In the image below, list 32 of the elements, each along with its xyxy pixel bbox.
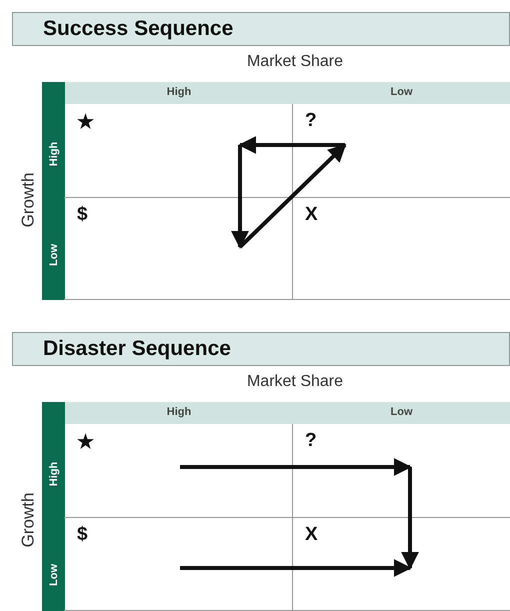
axis-title: Market Share	[246, 373, 344, 392]
arrow	[238, 136, 345, 154]
axis-title: Growth	[18, 172, 38, 228]
quadrant-symbol: $	[77, 524, 88, 546]
arrow	[238, 144, 346, 248]
section-heading: Success Sequence	[12, 12, 510, 46]
column-header: Low	[390, 406, 414, 420]
quadrant-symbol: X	[305, 524, 318, 546]
row-header: Low	[48, 564, 60, 586]
quadrant-symbol: ?	[305, 430, 317, 452]
arrow	[180, 559, 412, 577]
matrix-quadrant	[64, 198, 293, 300]
arrow	[180, 458, 412, 476]
matrix-quadrant	[64, 518, 293, 611]
quadrant-symbol: ★	[77, 111, 94, 134]
quadrant-symbol: ?	[305, 110, 317, 132]
column-header: Low	[390, 86, 414, 100]
matrix-quadrant	[64, 104, 293, 198]
row-header: High	[48, 462, 60, 486]
quadrant-symbol: $	[77, 204, 88, 226]
quadrant-symbol: ★	[77, 431, 94, 454]
arrow	[401, 467, 419, 570]
column-header: High	[166, 406, 192, 420]
row-header: High	[48, 142, 60, 166]
section-heading: Disaster Sequence	[12, 332, 510, 366]
matrix-quadrant	[64, 424, 293, 518]
axis-title: Growth	[18, 492, 38, 548]
axis-title: Market Share	[246, 53, 344, 72]
column-header: High	[166, 86, 192, 100]
row-header: Low	[48, 244, 60, 266]
quadrant-symbol: X	[305, 204, 318, 226]
arrow	[231, 145, 249, 249]
